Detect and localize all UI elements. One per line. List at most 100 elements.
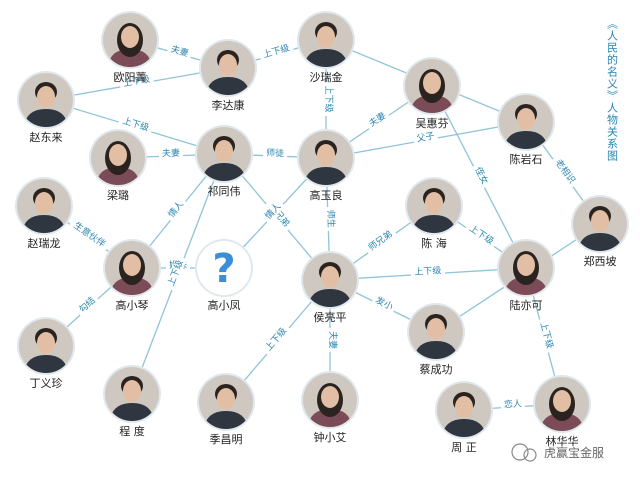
man-avatar-icon <box>442 392 486 437</box>
woman-avatar-icon <box>410 69 454 113</box>
body-shape <box>304 167 348 185</box>
relation-label-group: 情人 <box>164 196 188 223</box>
person-name: 李达康 <box>212 98 245 112</box>
relation-label-group: 上下级 <box>260 322 292 356</box>
face-shape <box>109 144 127 166</box>
person-node-zhengxipo: 郑西坡 <box>571 195 629 268</box>
person-name: 梁璐 <box>107 188 129 202</box>
body-shape <box>442 419 486 437</box>
body-shape <box>96 167 140 185</box>
face-shape <box>37 332 55 354</box>
relation-label: 生意伙伴 <box>72 219 108 250</box>
body-shape <box>110 403 154 421</box>
body-shape <box>308 409 352 427</box>
face-shape <box>591 210 609 232</box>
woman-avatar-icon <box>96 141 140 185</box>
relation-label-group: 夫妻 <box>166 43 193 61</box>
body-shape <box>410 95 454 113</box>
relation-label: 恋人 <box>503 397 522 410</box>
person-name: 赵东来 <box>30 130 63 144</box>
relation-label: 夫妻 <box>170 43 191 59</box>
person-name: 高小琴 <box>116 298 149 312</box>
person-name: 郑西坡 <box>584 254 617 268</box>
diagram-title: 《人民的名义》人物关系图 <box>606 18 619 162</box>
relation-label-bg <box>327 328 338 352</box>
relation-label-group: 夫妻 <box>364 108 391 132</box>
relation-label-group: 上下级 <box>536 317 557 354</box>
face-shape <box>121 26 139 48</box>
face-shape <box>123 380 141 402</box>
face-shape <box>37 86 55 108</box>
person-node-zhongxiaoai: 钟小艾 <box>301 371 359 444</box>
person-node-chengdu: 程 度 <box>103 365 161 438</box>
man-avatar-icon <box>22 188 66 233</box>
body-shape <box>414 341 458 359</box>
person-node-lianglu: 梁璐 <box>89 129 147 202</box>
relation-label: 老相识 <box>553 157 579 186</box>
face-shape <box>317 26 335 48</box>
man-avatar-icon <box>24 328 68 373</box>
face-shape <box>215 140 233 162</box>
wechat-logo-icon <box>511 443 529 461</box>
man-avatar-icon <box>414 314 458 359</box>
relation-label-bg <box>363 226 398 256</box>
relation-label-bg <box>166 43 193 61</box>
relation-label-group: 上下级 <box>258 42 295 62</box>
relation-label-group: 上下级 <box>464 220 499 249</box>
relation-label: 父子 <box>416 131 436 145</box>
woman-avatar-icon <box>540 387 584 431</box>
person-node-dingyizhen: 丁义珍 <box>17 317 75 390</box>
avatar-background <box>197 241 251 295</box>
man-avatar-icon <box>304 140 348 185</box>
body-shape <box>504 277 548 295</box>
relation-label-bg <box>68 217 111 253</box>
person-node-ouyangjing: 欧阳菁 <box>101 11 159 84</box>
person-node-chenyanshi: 陈岩石 <box>497 93 555 166</box>
person-node-zhouzheng: 周 正 <box>435 381 493 454</box>
woman-avatar-icon <box>308 383 352 427</box>
man-avatar-icon <box>504 104 548 149</box>
relation-label-bg <box>158 147 184 160</box>
relation-label-bg <box>536 317 557 354</box>
person-name: 钟小艾 <box>314 430 347 444</box>
relation-label-bg <box>117 114 154 135</box>
unknown-person-icon: ? <box>212 246 235 292</box>
face-shape <box>321 386 339 408</box>
relation-label-bg <box>550 154 580 189</box>
person-node-zhaorulong: 赵瑞龙 <box>15 177 73 250</box>
relation-label: 师兄弟 <box>366 228 395 253</box>
person-node-jichangming: 季昌明 <box>197 373 255 446</box>
man-avatar-icon <box>204 384 248 429</box>
relation-label-bg <box>464 220 499 249</box>
relation-label-group: 师徒 <box>262 147 288 160</box>
man-avatar-icon <box>206 50 250 95</box>
face-shape <box>455 396 473 418</box>
relation-label-group: 勾结 <box>74 293 100 318</box>
person-node-sharuijin: 沙瑞金 <box>297 11 355 84</box>
face-shape <box>35 192 53 214</box>
body-shape <box>24 355 68 373</box>
woman-avatar-icon <box>504 251 548 295</box>
relation-label-bg <box>470 162 492 190</box>
body-shape <box>206 77 250 95</box>
relation-label-bg <box>260 198 286 224</box>
face-shape <box>427 318 445 340</box>
person-node-gaoyuliang: 高玉良 <box>297 129 355 202</box>
man-avatar-icon <box>412 188 456 233</box>
person-name: 丁义珍 <box>30 377 63 390</box>
relation-label-bg <box>324 206 337 232</box>
face-shape <box>317 144 335 166</box>
man-avatar-icon <box>202 136 246 181</box>
person-node-gaoxiaoqin: 高小琴 <box>103 239 161 312</box>
relation-label-group: 生意伙伴 <box>68 217 111 253</box>
person-node-wuhuifen: 吴惠芬 <box>403 57 461 130</box>
person-name: 高玉良 <box>310 188 343 202</box>
face-shape <box>123 254 141 276</box>
person-name: 侯亮平 <box>314 310 347 324</box>
person-node-lidakang: 李达康 <box>199 39 257 112</box>
person-name: 高小凤 <box>208 298 241 312</box>
relation-label-group: 老相识 <box>550 154 580 189</box>
man-avatar-icon <box>308 262 352 307</box>
woman-avatar-icon <box>110 251 154 295</box>
